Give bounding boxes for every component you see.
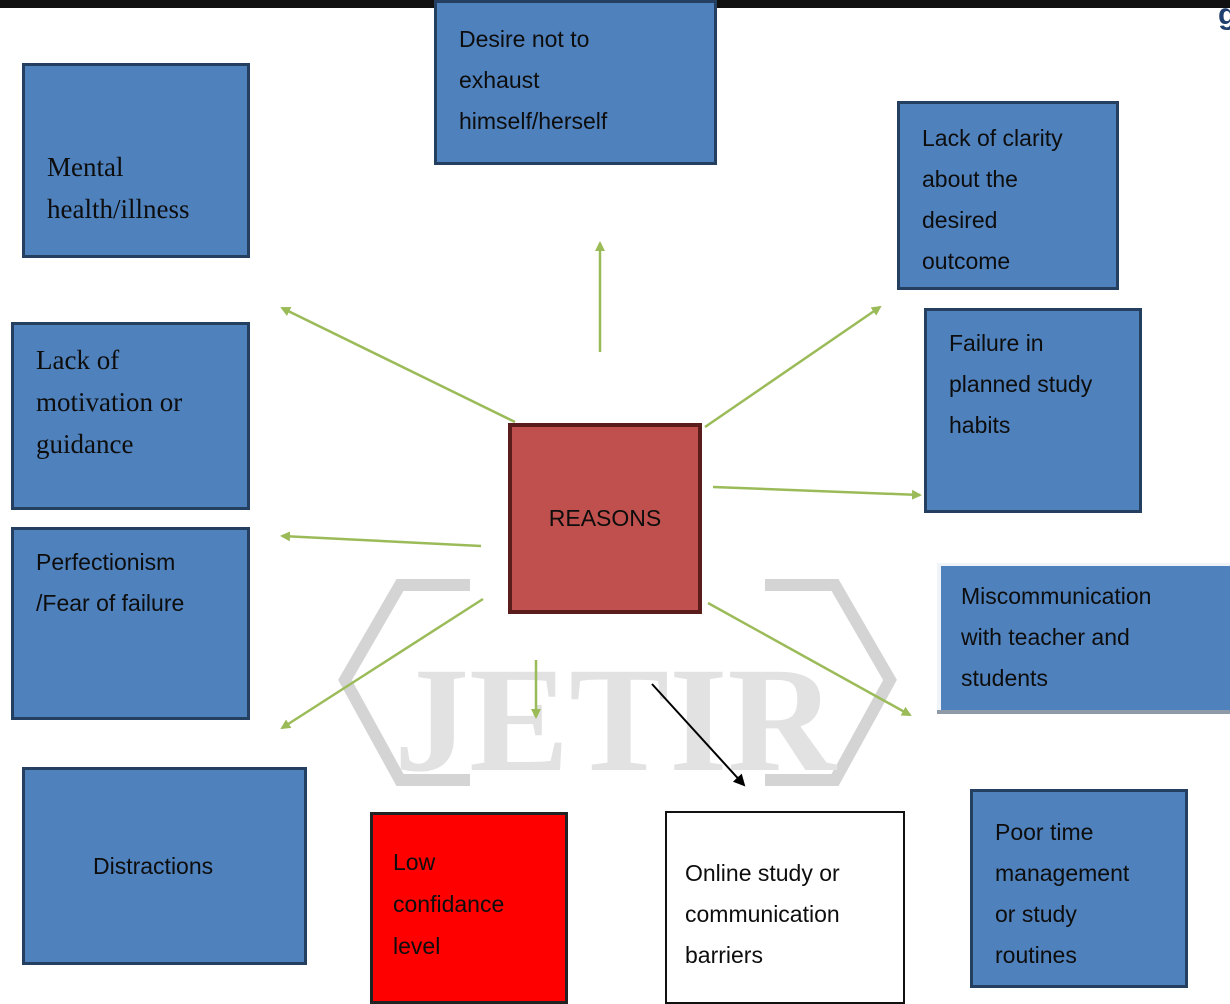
box-failure-study-habits: Failure in planned study habits [924, 308, 1142, 513]
box-lack-of-motivation: Lack of motivation or guidance [11, 322, 250, 510]
arrow-to-distractions [280, 597, 484, 730]
box-miscomm-line: with teacher and [961, 624, 1130, 650]
box-distractions-line: Distractions [93, 853, 214, 879]
box-poor-time-management: Poor time management or study routines [970, 789, 1188, 988]
box-perfection-line: /Fear of failure [36, 590, 185, 616]
box-failure-line: planned study [949, 371, 1093, 397]
arrow-to-perfection [280, 531, 482, 548]
arrow-to-miscomm [707, 601, 912, 717]
box-confidence-line: level [393, 933, 441, 959]
box-failure-line: Failure in [949, 330, 1044, 356]
arrow-to-failure [712, 485, 922, 500]
corner-glyph: g [1218, 0, 1230, 31]
box-online-study: Online study or communication barriers [665, 811, 905, 1004]
reasons-center-box: REASONS [508, 423, 702, 614]
box-motivation-line: guidance [36, 429, 134, 459]
box-online-line: communication [685, 901, 840, 927]
box-distractions: Distractions [22, 767, 307, 965]
box-motivation-line: Lack of [36, 345, 120, 375]
box-poortime-line: routines [995, 942, 1077, 968]
box-miscommunication: Miscommunication with teacher and studen… [937, 563, 1230, 710]
box-mental-line: health/illness [47, 194, 190, 224]
box-desire: Desire not to exhaust himself/herself [434, 0, 717, 165]
arrow-to-online [651, 683, 746, 787]
box-perfectionism: Perfectionism /Fear of failure [11, 527, 250, 720]
box-desire-line: himself/herself [459, 108, 608, 134]
box-clarity-line: outcome [922, 248, 1011, 274]
box-confidence-line: confidance [393, 891, 505, 917]
box-clarity-line: Lack of clarity [922, 125, 1063, 151]
box-clarity-line: about the [922, 166, 1018, 192]
box-mental-line: Mental [47, 152, 124, 182]
box-online-line: Online study or [685, 860, 840, 886]
box-lack-of-clarity: Lack of clarity about the desired outcom… [897, 101, 1119, 290]
box-online-line: barriers [685, 942, 763, 968]
watermark-text: JETIR [394, 637, 837, 803]
arrow-to-clarity [704, 305, 882, 429]
box-miscomm-line: students [961, 665, 1048, 691]
box-poortime-line: management [995, 860, 1130, 886]
box-perfection-line: Perfectionism [36, 549, 176, 575]
box-desire-line: exhaust [459, 67, 540, 93]
box-low-confidence: Low confidance level [370, 812, 568, 1004]
box-desire-line: Desire not to [459, 26, 590, 52]
box-poortime-line: Poor time [995, 819, 1094, 845]
box-mental-health: Mental health/illness [22, 63, 250, 258]
box-failure-line: habits [949, 412, 1011, 438]
reasons-label: REASONS [548, 505, 662, 531]
arrow-to-mental [280, 306, 516, 424]
box-motivation-line: motivation or [36, 387, 183, 417]
box-miscomm-line: Miscommunication [961, 583, 1152, 609]
box-clarity-line: desired [922, 207, 998, 233]
box-confidence-line: Low [393, 849, 436, 875]
box-poortime-line: or study [995, 901, 1077, 927]
